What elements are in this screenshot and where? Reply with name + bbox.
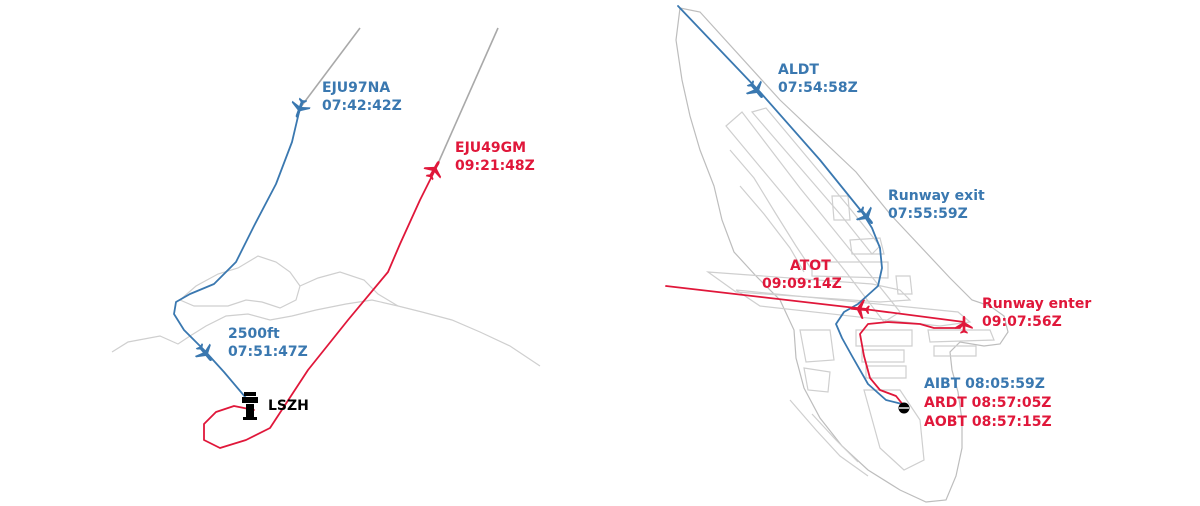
altitude-label: 2500ft — [228, 326, 280, 342]
terminal-outline — [799, 329, 835, 393]
ardt-label: ARDT 08:57:05Z — [924, 395, 1051, 411]
airport-map: ALDT 07:54:58Z Runway exit 07:55:59Z ATO… — [665, 5, 1091, 503]
approach-map: EJU97NA 07:42:42Z EJU49GM 09:21:48Z 2500… — [111, 27, 541, 449]
terminal-outline — [863, 389, 925, 471]
runway-outline — [705, 271, 912, 303]
aldt-label: ALDT — [778, 62, 819, 78]
apron-outline — [849, 237, 885, 255]
airport-boundary — [675, 7, 1009, 503]
aibt-label: AIBT 08:05:59Z — [924, 376, 1045, 392]
departure-time: 09:21:48Z — [455, 158, 535, 174]
region-outline — [299, 271, 399, 307]
terrain-outline — [111, 299, 541, 367]
lake-outline — [178, 255, 301, 309]
atot-label: ATOT — [790, 258, 831, 274]
airplane-icon — [420, 156, 448, 184]
control-tower-icon — [242, 392, 258, 420]
runway-exit-time: 07:55:59Z — [888, 206, 968, 222]
service-road — [789, 399, 869, 477]
arrival-time: 07:42:42Z — [322, 98, 402, 114]
terminal-outline — [831, 195, 913, 295]
terminal-outline — [855, 329, 913, 379]
arrival-inbound-track — [299, 27, 361, 109]
airplane-icon — [287, 95, 313, 121]
taxiway-outline — [729, 149, 813, 273]
runway-exit-label: Runway exit — [888, 188, 985, 204]
airplane-icon — [955, 315, 973, 334]
parking-stand-icon — [898, 402, 910, 414]
airport-code: LSZH — [268, 398, 309, 414]
apron-outline — [811, 261, 889, 279]
aldt-time: 07:54:58Z — [778, 80, 858, 96]
arrival-ground-track — [677, 5, 903, 405]
runway-outline — [735, 289, 972, 327]
terminal-outline — [927, 329, 995, 357]
atot-time: 09:09:14Z — [762, 276, 842, 292]
departure-outbound-track — [435, 27, 499, 169]
arrival-callsign: EJU97NA — [322, 80, 390, 96]
altitude-time: 07:51:47Z — [228, 344, 308, 360]
aobt-label: AOBT 08:57:15Z — [924, 414, 1052, 430]
runway-enter-label: Runway enter — [982, 296, 1091, 312]
departure-callsign: EJU49GM — [455, 140, 526, 156]
runway-outline — [725, 111, 901, 323]
departure-ground-track — [665, 285, 965, 407]
departure-route — [203, 167, 437, 449]
runway-enter-time: 09:07:56Z — [982, 314, 1062, 330]
